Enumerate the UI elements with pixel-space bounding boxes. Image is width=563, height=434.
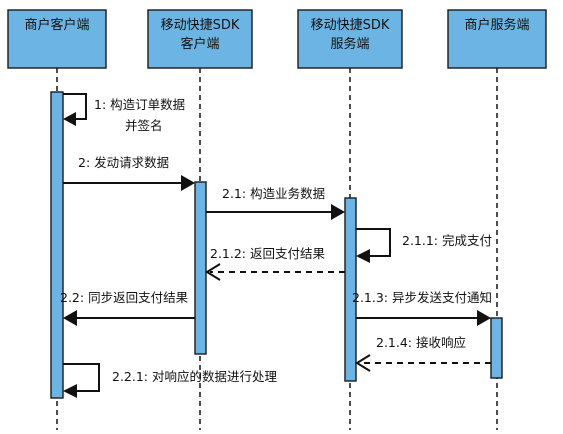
message-2-1-4-label: 2.1.4: 接收响应 [376,335,466,350]
message-2-arrow [63,175,195,191]
message-2-1-3-arrow [356,310,491,326]
message-2-1-2-label: 2.1.2: 返回支付结果 [210,246,325,261]
activation-sdk-client [194,181,207,355]
message-2-1-arrow [206,204,345,220]
participant-sdk-client: 移动快捷SDK 客户端 [147,9,253,69]
participant-merchant-server: 商户服务端 [447,9,547,69]
message-1-label-line2: 并签名 [125,118,163,133]
message-2-1-4-arrow [355,354,491,372]
message-2-2-label: 2.2: 同步返回支付结果 [60,290,189,305]
participant-sdk-server: 移动快捷SDK 服务端 [297,9,403,69]
message-1-self [63,93,87,126]
message-1-label: 1: 构造订单数据 [94,97,185,112]
participant-label: 移动快捷SDK [311,18,390,33]
participant-label: 服务端 [330,36,369,52]
participant-merchant-client: 商户客户端 [7,9,107,69]
activation-merchant-client [50,91,64,399]
message-2-1-2-arrow [205,263,345,281]
message-2-1-label: 2.1: 构造业务数据 [222,186,325,201]
participant-label: 商户客户端 [24,17,89,33]
message-2-2-1-self [63,363,100,398]
message-2-2-arrow [63,310,195,326]
activation-merchant-server [490,317,503,379]
message-2-1-3-label: 2.1.3: 异步发送支付通知 [352,290,492,305]
message-2-1-1-label: 2.1.1: 完成支付 [402,233,492,248]
participant-label: 客户端 [180,36,219,52]
activation-sdk-server [344,197,357,382]
message-2-label: 2: 发动请求数据 [78,155,169,170]
message-2-1-1-self [356,228,391,263]
participant-label: 移动快捷SDK [161,18,240,33]
participant-label: 商户服务端 [464,17,529,33]
message-2-2-1-label: 2.2.1: 对响应的数据进行处理 [112,369,277,384]
